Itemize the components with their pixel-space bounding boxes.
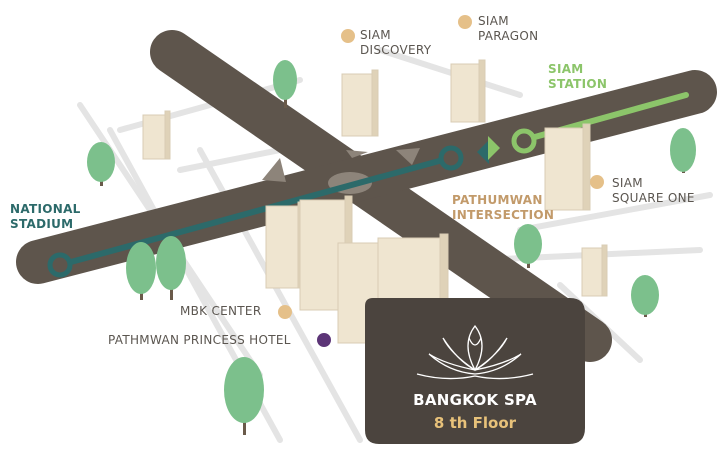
poi-label-pathmwan-princess-hotel: PATHMWAN PRINCESS HOTEL bbox=[108, 333, 291, 347]
building bbox=[581, 244, 608, 297]
lotus-logo-icon bbox=[416, 324, 534, 380]
tree-icon bbox=[514, 224, 542, 268]
tree-icon bbox=[273, 60, 297, 108]
trees bbox=[87, 60, 696, 435]
poi-label-mbk-center: MBK CENTER bbox=[180, 304, 262, 318]
tree-icon bbox=[126, 242, 156, 300]
building bbox=[142, 110, 171, 160]
building bbox=[450, 59, 486, 123]
poi-markers bbox=[278, 15, 604, 347]
destination-card-shape bbox=[365, 298, 585, 444]
destination-floor: 8 th Floor bbox=[433, 414, 517, 432]
building bbox=[544, 123, 591, 211]
tree-icon bbox=[224, 357, 264, 435]
station-markers bbox=[47, 128, 537, 278]
tree-icon bbox=[87, 142, 115, 186]
tree-icon bbox=[631, 275, 659, 317]
destination-card: BANGKOK SPA 8 th Floor bbox=[365, 298, 585, 448]
tree-icon bbox=[670, 128, 696, 173]
destination-name: BANGKOK SPA bbox=[413, 391, 537, 409]
building bbox=[265, 201, 305, 289]
building bbox=[341, 69, 379, 137]
tree-icon bbox=[156, 236, 186, 300]
